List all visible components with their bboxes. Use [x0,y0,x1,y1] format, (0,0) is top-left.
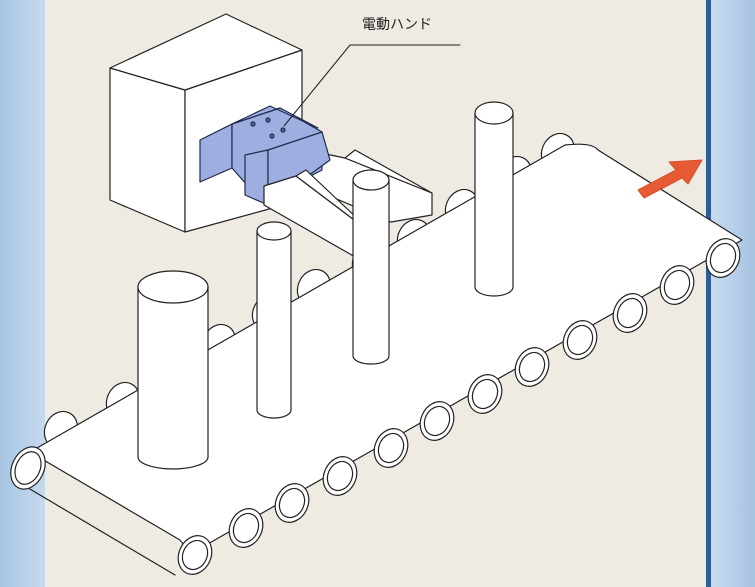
left-side-bar [0,0,45,587]
right-side-bar [710,0,755,587]
cylinder-large [138,271,208,469]
electric-hand-label: 電動ハンド [362,14,432,34]
cylinder-far [475,102,513,296]
cylinder-thin [257,222,291,418]
cylinder-center [353,170,389,364]
